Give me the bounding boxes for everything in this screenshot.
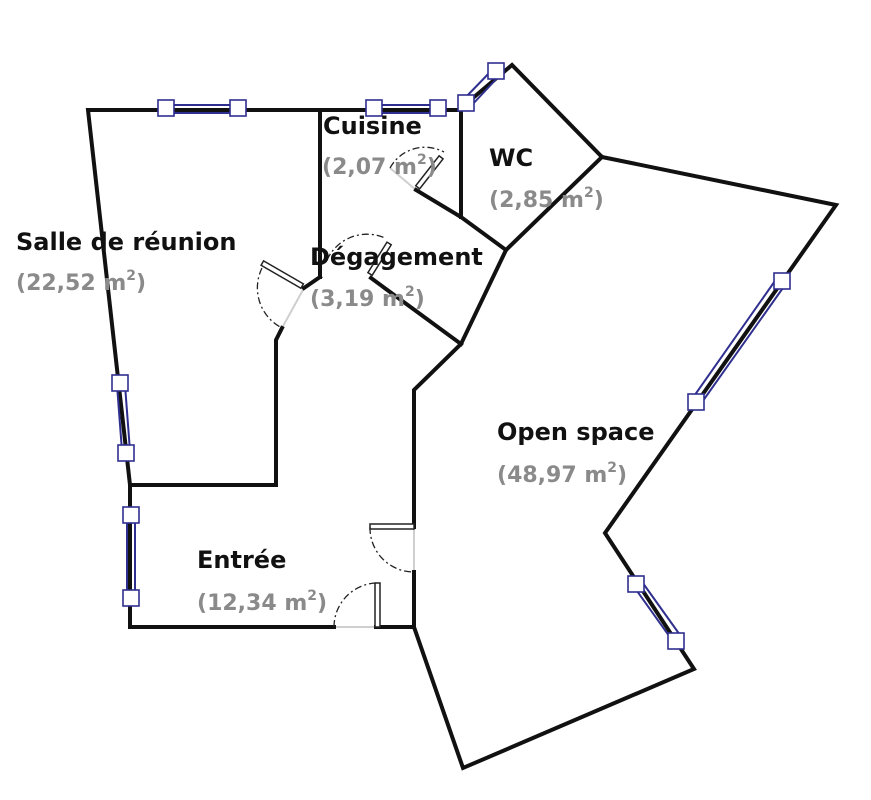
wall-open-space-entree <box>412 341 464 529</box>
room-label-salle-de-reunion: Salle de réunion (22,52 m2) <box>16 228 236 296</box>
wall-degagement-east <box>458 247 509 347</box>
room-label-cuisine: Cuisine (2,07 m2) <box>322 112 437 180</box>
door-entree-open-space <box>369 523 415 573</box>
svg-text:WC: WC <box>489 144 533 172</box>
window-top-left <box>157 99 247 117</box>
svg-text:(22,52 m2): (22,52 m2) <box>16 268 146 296</box>
window-left-entree <box>122 506 140 607</box>
salle-reunion-door-opening <box>281 287 305 329</box>
svg-text:(12,34 m2): (12,34 m2) <box>197 588 327 616</box>
room-label-open-space: Open space (48,97 m2) <box>497 418 654 488</box>
window-open-space-south <box>627 575 685 650</box>
window-left-salle <box>111 374 135 462</box>
svg-text:Open space: Open space <box>497 418 654 446</box>
door-degagement <box>326 233 393 277</box>
room-label-degagement: Dégagement (3,19 m2) <box>310 243 483 312</box>
window-top-cuisine <box>365 99 447 117</box>
svg-text:Cuisine: Cuisine <box>323 112 422 140</box>
svg-text:Entrée: Entrée <box>197 546 286 574</box>
svg-text:Dégagement: Dégagement <box>310 243 483 271</box>
room-label-entree: Entrée (12,34 m2) <box>197 546 327 616</box>
wall-wc-degagement <box>503 154 605 253</box>
door-salle-reunion <box>256 259 305 329</box>
wall-salle-reunion-door-stub <box>301 274 323 291</box>
door-entrance <box>333 582 381 628</box>
wall-salle-reunion-east <box>128 325 285 487</box>
cuisine-door-opening <box>389 167 417 191</box>
window-wc-diagonal <box>457 62 505 112</box>
exterior-wall-left <box>85 62 840 771</box>
door-cuisine <box>389 146 445 190</box>
svg-text:(3,19 m2): (3,19 m2) <box>310 284 425 312</box>
svg-text:(2,07 m2): (2,07 m2) <box>322 152 437 180</box>
svg-text:(2,85 m2): (2,85 m2) <box>489 185 604 213</box>
svg-text:(48,97 m2): (48,97 m2) <box>497 460 627 488</box>
wall-degagement-south <box>368 275 464 347</box>
room-label-wc: WC (2,85 m2) <box>489 144 604 213</box>
wall-cuisine-south <box>413 187 509 253</box>
svg-text:Salle de réunion: Salle de réunion <box>16 228 236 256</box>
window-open-space-east <box>687 272 791 411</box>
